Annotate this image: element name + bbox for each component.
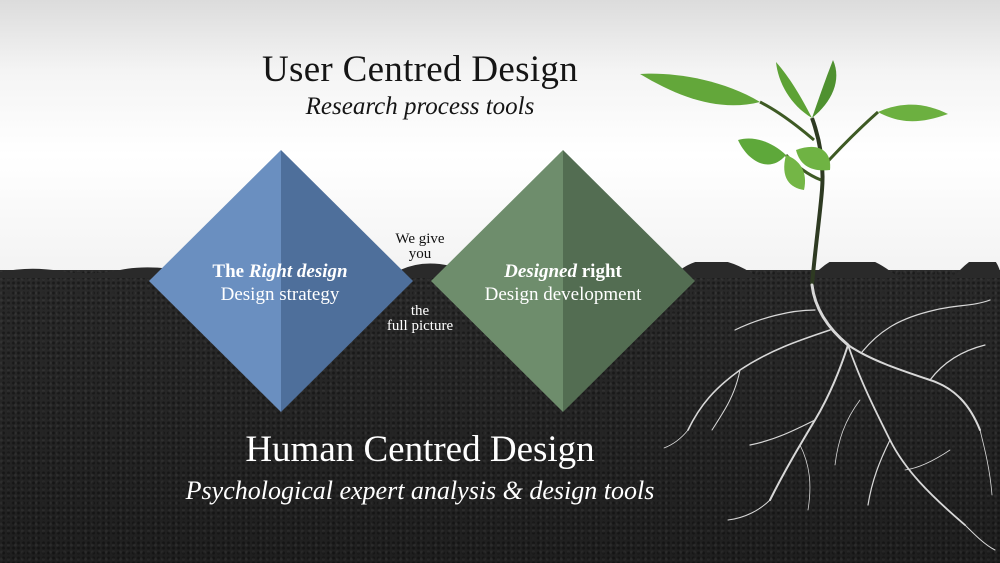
right-title-emphasis: Designed — [504, 261, 577, 282]
right-diamond-subtitle: Design development — [484, 284, 642, 305]
connector-bottom-text: the full picture — [372, 304, 468, 334]
bottom-subtitle: Psychological expert analysis & design t… — [185, 476, 655, 505]
left-diamond-subtitle: Design strategy — [220, 284, 340, 305]
seedling-plant — [640, 60, 948, 286]
left-title-emphasis: Right design — [248, 261, 348, 282]
top-title: User Centred Design — [261, 49, 578, 90]
connector-top-line2: you — [408, 246, 432, 262]
left-diamond-title: The Right design — [150, 260, 410, 283]
connector-top-text: We give you — [380, 232, 460, 262]
connector-bottom-line1: the — [410, 303, 430, 319]
leaf — [640, 73, 760, 106]
plant-roots — [663, 283, 996, 551]
left-diamond — [149, 150, 413, 412]
connector-top-line1: We give — [395, 231, 445, 247]
left-diamond-label: The Right design Design strategy — [150, 260, 410, 306]
right-diamond — [431, 150, 695, 412]
right-title-suffix: right — [576, 261, 622, 282]
bottom-title: Human Centred Design — [245, 429, 595, 470]
top-subtitle: Research process tools — [305, 93, 535, 120]
right-diamond-title: Designed right — [432, 260, 694, 283]
left-title-prefix: The — [212, 261, 249, 282]
connector-bottom-line2: full picture — [386, 318, 454, 334]
right-diamond-label: Designed right Design development — [432, 260, 694, 306]
